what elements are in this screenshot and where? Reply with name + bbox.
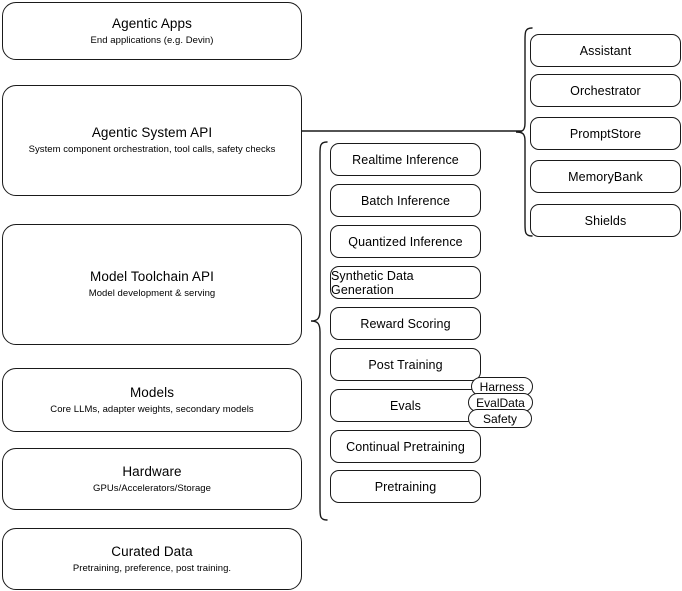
layer-title: Hardware bbox=[122, 463, 182, 479]
toolchain-chip-post-training[interactable]: Post Training bbox=[330, 348, 481, 381]
layer-title: Agentic System API bbox=[91, 125, 213, 140]
chip-label: MemoryBank bbox=[568, 169, 643, 184]
connector-system-api-to-components bbox=[302, 125, 522, 137]
system-chip-promptstore[interactable]: PromptStore bbox=[530, 117, 681, 150]
chip-label: Post Training bbox=[368, 357, 443, 372]
layer-subtitle: Model development & serving bbox=[88, 288, 216, 299]
layer-title: Model Toolchain API bbox=[90, 269, 214, 284]
evals-badge-evaldata[interactable]: EvalData bbox=[468, 393, 533, 412]
stack-layer-model-toolchain-api[interactable]: Model Toolchain API Model development & … bbox=[2, 224, 302, 345]
layer-title: Agentic Apps bbox=[111, 15, 192, 31]
toolchain-chip-reward-scoring[interactable]: Reward Scoring bbox=[330, 307, 481, 340]
badge-label: EvalData bbox=[476, 395, 525, 410]
toolchain-chip-synthetic-data-generation[interactable]: Synthetic Data Generation bbox=[330, 266, 481, 299]
chip-label: Continual Pretraining bbox=[346, 439, 465, 454]
badge-label: Harness bbox=[479, 379, 525, 394]
stack-layer-models[interactable]: Models Core LLMs, adapter weights, secon… bbox=[2, 368, 302, 432]
system-chip-memorybank[interactable]: MemoryBank bbox=[530, 160, 681, 193]
evals-badge-safety[interactable]: Safety bbox=[468, 409, 532, 428]
system-chip-shields[interactable]: Shields bbox=[530, 204, 681, 237]
stack-layer-hardware[interactable]: Hardware GPUs/Accelerators/Storage bbox=[2, 448, 302, 510]
chip-label: Synthetic Data Generation bbox=[331, 268, 414, 297]
toolchain-chip-batch-inference[interactable]: Batch Inference bbox=[330, 184, 481, 217]
chip-label: Evals bbox=[389, 398, 422, 413]
brace-toolchain-components bbox=[310, 140, 328, 522]
layer-subtitle: GPUs/Accelerators/Storage bbox=[93, 482, 211, 494]
chip-label: Shields bbox=[584, 213, 627, 228]
toolchain-chip-quantized-inference[interactable]: Quantized Inference bbox=[330, 225, 481, 258]
layer-title: Models bbox=[129, 384, 175, 400]
chip-label: Pretraining bbox=[374, 479, 437, 494]
system-chip-assistant[interactable]: Assistant bbox=[530, 34, 681, 67]
chip-label: PromptStore bbox=[569, 126, 642, 141]
chip-label: Assistant bbox=[579, 43, 632, 58]
stack-layer-agentic-apps[interactable]: Agentic Apps End applications (e.g. Devi… bbox=[2, 2, 302, 60]
chip-label: Realtime Inference bbox=[352, 152, 459, 167]
layer-title: Curated Data bbox=[111, 543, 193, 559]
toolchain-chip-evals[interactable]: Evals bbox=[330, 389, 481, 422]
layer-subtitle: Core LLMs, adapter weights, secondary mo… bbox=[50, 403, 254, 415]
system-chip-orchestrator[interactable]: Orchestrator bbox=[530, 74, 681, 107]
layer-subtitle: Pretraining, preference, post training. bbox=[72, 562, 232, 574]
badge-label: Safety bbox=[482, 411, 518, 426]
toolchain-chip-pretraining[interactable]: Pretraining bbox=[330, 470, 481, 503]
chip-label: Orchestrator bbox=[570, 83, 641, 98]
toolchain-chip-continual-pretraining[interactable]: Continual Pretraining bbox=[330, 430, 481, 463]
stack-layer-agentic-system-api[interactable]: Agentic System API System component orch… bbox=[2, 85, 302, 196]
layer-subtitle: System component orchestration, tool cal… bbox=[28, 144, 276, 155]
chip-label: Quantized Inference bbox=[348, 234, 463, 249]
chip-label: Batch Inference bbox=[360, 193, 451, 208]
chip-label: Reward Scoring bbox=[360, 316, 451, 331]
layer-subtitle: End applications (e.g. Devin) bbox=[90, 34, 214, 46]
toolchain-chip-realtime-inference[interactable]: Realtime Inference bbox=[330, 143, 481, 176]
stack-layer-curated-data[interactable]: Curated Data Pretraining, preference, po… bbox=[2, 528, 302, 590]
